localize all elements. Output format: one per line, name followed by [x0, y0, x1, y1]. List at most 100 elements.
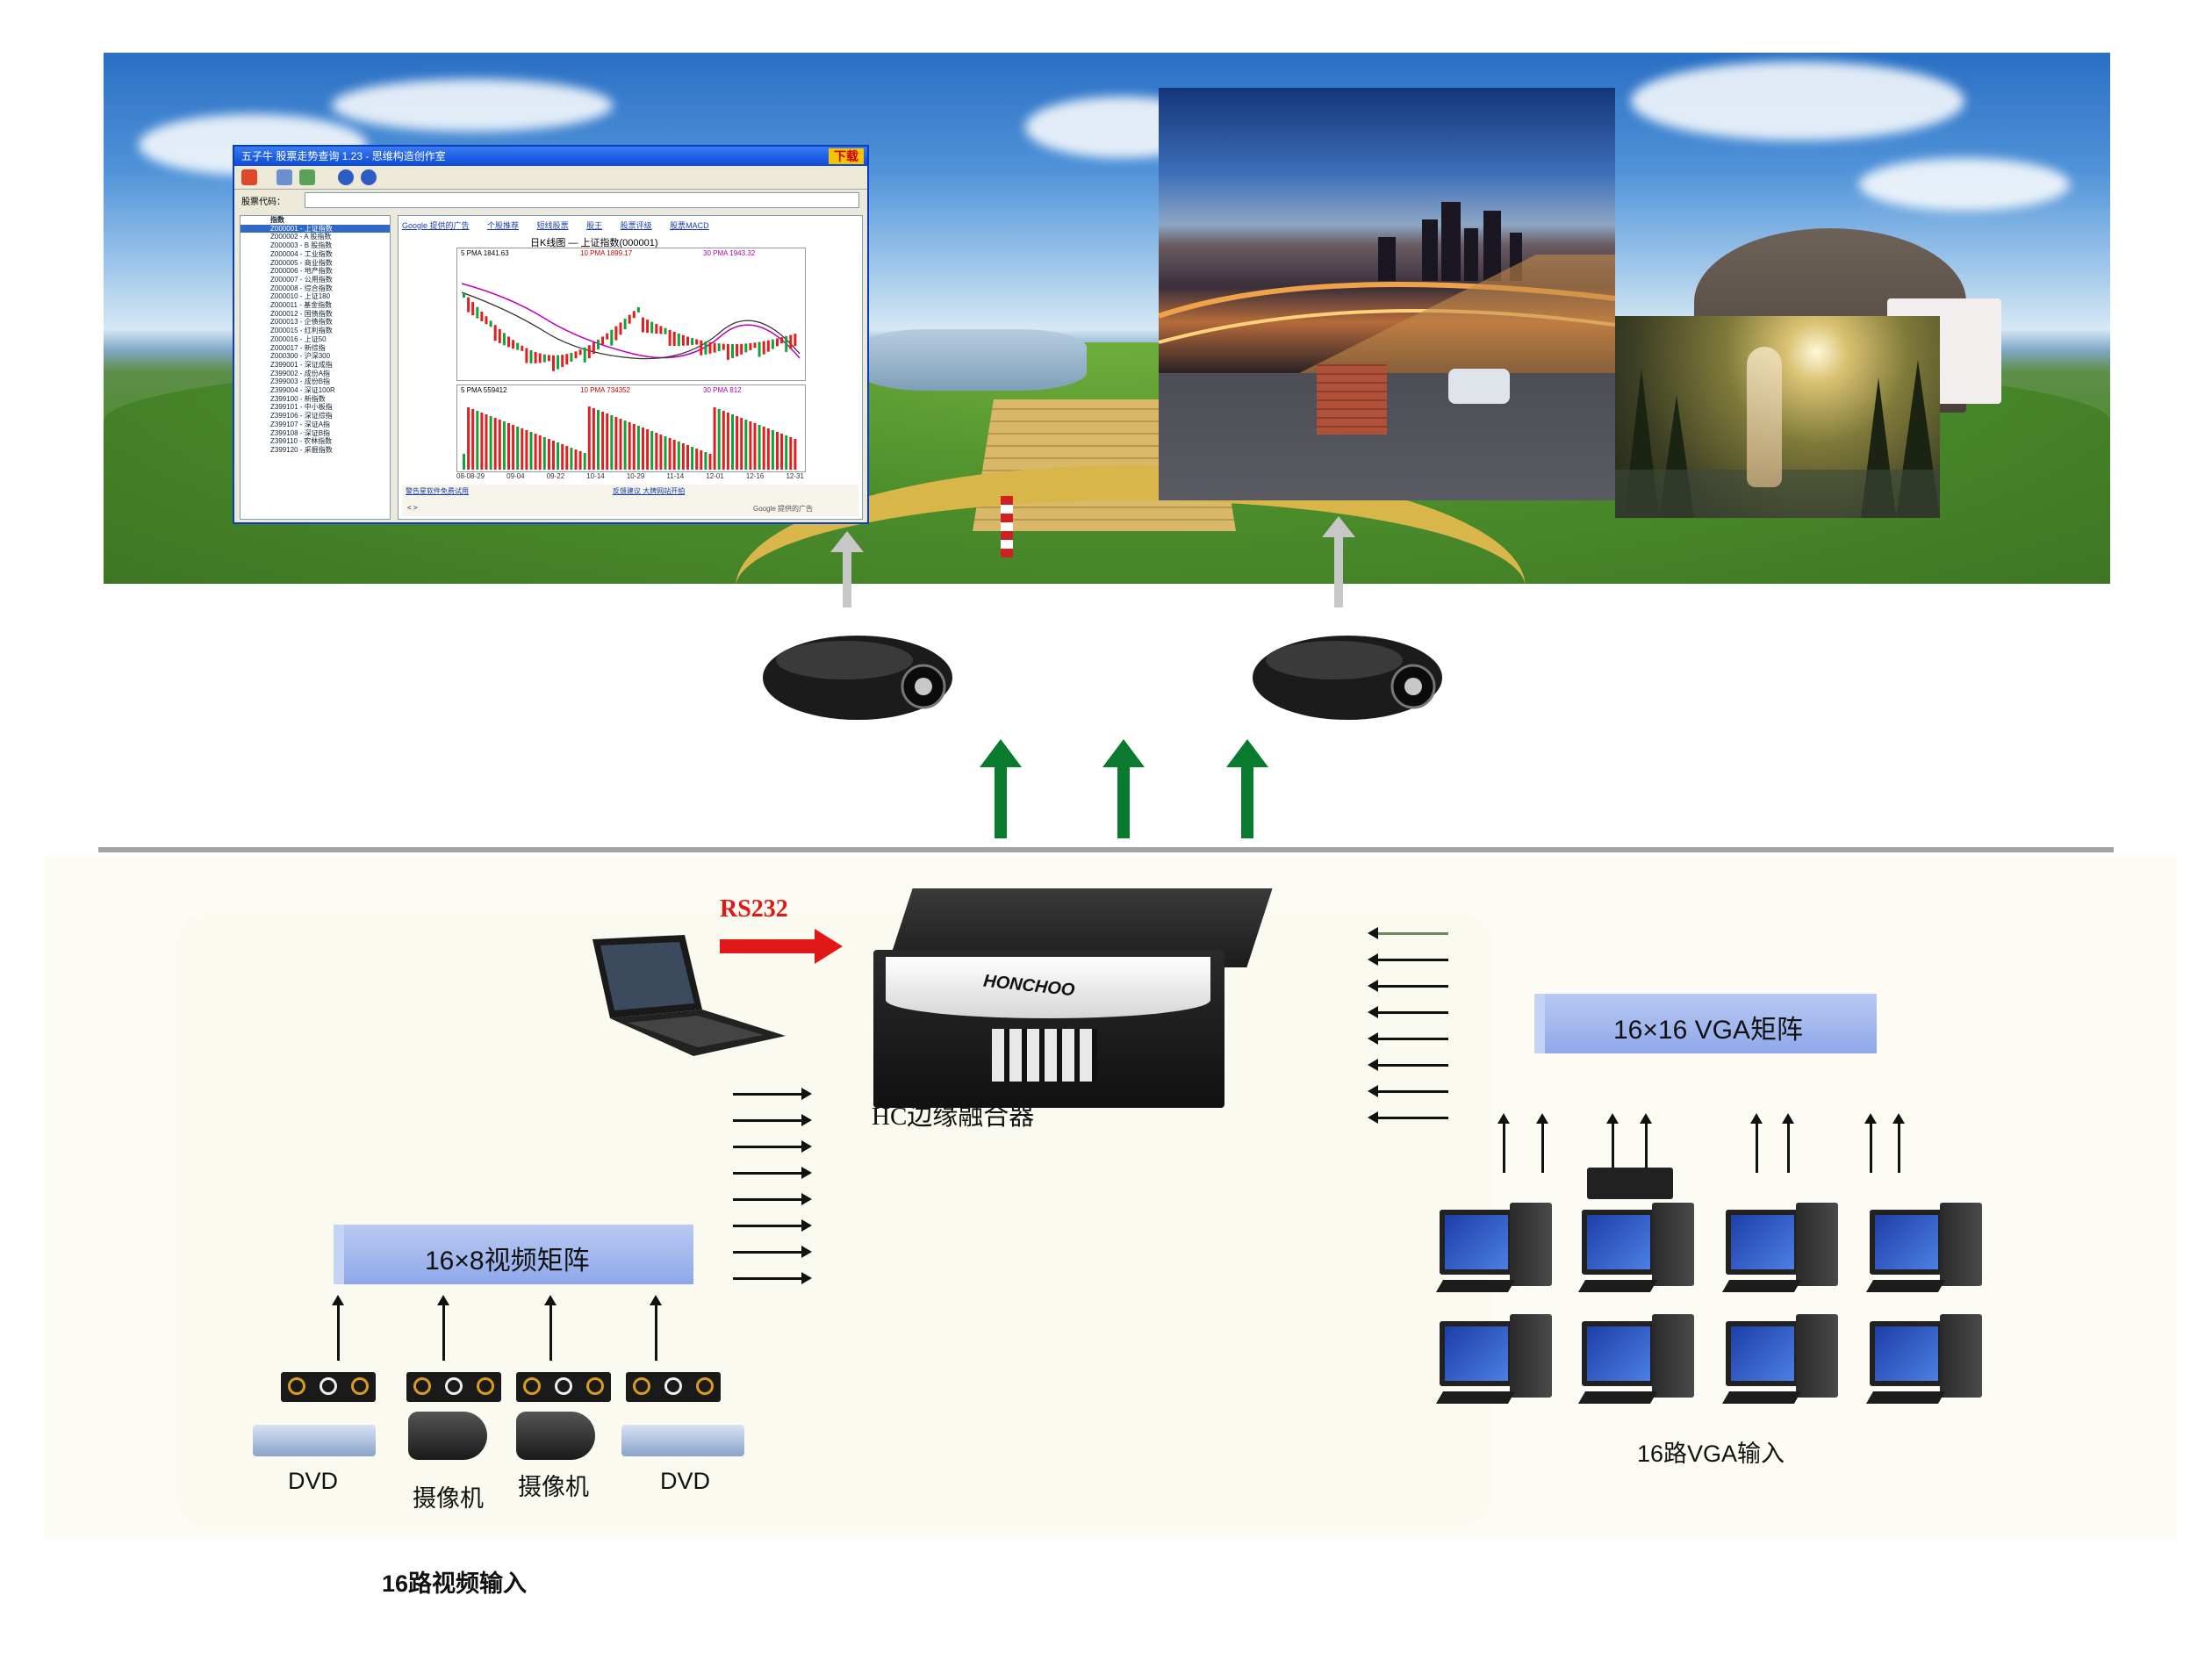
home-icon[interactable]: [276, 169, 292, 185]
pc-computer: [1721, 1203, 1849, 1299]
list-item[interactable]: Z000013 - 企债指数: [270, 318, 333, 327]
volume-bar: [668, 438, 672, 470]
ad-left-link[interactable]: 警告星软件免费试用: [406, 487, 469, 495]
candle: [480, 312, 484, 322]
list-item[interactable]: Z000008 - 综合指数: [270, 284, 333, 292]
list-item[interactable]: Z399004 - 深证100R: [270, 386, 335, 395]
list-item[interactable]: Z399101 - 中小板指: [270, 403, 333, 412]
source-label-camera: 摄像机: [413, 1485, 484, 1512]
list-item[interactable]: Z399120 - 采掘指数: [270, 445, 333, 454]
nav-arrows[interactable]: < >: [407, 504, 418, 512]
list-item[interactable]: Z000010 - 上证180: [270, 292, 331, 301]
pc-computer: [1577, 1203, 1705, 1299]
volume-bar: [592, 408, 595, 470]
download-badge[interactable]: 下载: [829, 148, 864, 164]
kline-chart: 5 PMA 1841.63 10 PMA 1899.17 30 PMA 1943…: [456, 248, 806, 381]
dvd-player: [621, 1425, 744, 1456]
list-item[interactable]: Z000006 - 地产指数: [270, 267, 333, 276]
list-item[interactable]: Z000005 - 商业指数: [270, 258, 333, 267]
candle: [708, 341, 712, 354]
list-item[interactable]: Z000011 - 基金指数: [270, 301, 333, 310]
up-arrow: [332, 1295, 344, 1361]
list-item[interactable]: Z000016 - 上证50: [270, 334, 327, 343]
ma5-label: 5 PMA 1841.63: [461, 249, 509, 257]
date-tick: 10-14: [586, 472, 605, 480]
window-title: 五子牛 股票走势查询 1.23 - 思维构造创作室: [234, 147, 867, 166]
candle: [521, 345, 524, 351]
chart-icon[interactable]: [241, 169, 257, 185]
candle: [677, 333, 680, 346]
input-arrow: [733, 1140, 812, 1153]
volume-bar: [623, 420, 627, 470]
volume-bar: [789, 437, 793, 470]
rs232-arrow: [720, 929, 843, 964]
candle: [736, 343, 739, 356]
candle: [489, 320, 492, 327]
tab-recommend[interactable]: 个股推荐: [487, 221, 520, 230]
list-item[interactable]: Z399003 - 成份B指: [270, 377, 331, 386]
list-item[interactable]: Z399106 - 深证综指: [270, 412, 333, 420]
candle: [722, 343, 725, 350]
volume-bar: [489, 416, 492, 470]
volume-bar: [485, 414, 488, 470]
volume-bar: [614, 417, 618, 470]
candle: [785, 335, 788, 352]
list-item[interactable]: Z000003 - B 股指数: [270, 241, 333, 250]
code-input[interactable]: [305, 192, 859, 208]
candle: [753, 342, 757, 349]
volume-bar: [766, 428, 770, 470]
candle: [614, 326, 618, 341]
list-item[interactable]: Z000007 - 公用指数: [270, 275, 333, 284]
list-item[interactable]: Z000004 - 工业指数: [270, 249, 333, 258]
list-item[interactable]: Z000001 - 上证指数: [241, 224, 390, 234]
refresh-icon[interactable]: [299, 169, 315, 185]
volume-bar: [597, 410, 600, 470]
list-item[interactable]: Z399107 - 深证A指: [270, 420, 331, 428]
vga-input-label: 16路VGA输入: [1637, 1441, 1785, 1467]
tab-king[interactable]: 股王: [586, 221, 603, 230]
candle: [592, 342, 595, 355]
video-matrix-16x8: 16×8视频矩阵: [334, 1225, 693, 1284]
candle: [498, 328, 501, 343]
ad-right-link[interactable]: 反馈建议 大牌网站开拍: [613, 487, 686, 495]
candle: [583, 347, 586, 363]
vga-arrow: [1368, 1006, 1448, 1018]
list-item[interactable]: Z000300 - 沪深300: [270, 352, 331, 361]
list-item[interactable]: Z399108 - 深证B指: [270, 428, 331, 437]
tab-google-ads[interactable]: Google 提供的广告: [402, 221, 470, 230]
volume-bar: [736, 416, 739, 470]
volume-bar: [476, 411, 479, 470]
forward-icon[interactable]: [361, 169, 377, 185]
volume-bar: [642, 428, 644, 470]
volume-bar: [529, 432, 533, 470]
list-item[interactable]: Z399001 - 深证成指: [270, 360, 333, 369]
input-arrow: [733, 1193, 812, 1205]
tab-rating[interactable]: 股票评级: [620, 221, 652, 230]
pc-computer: [1865, 1203, 1993, 1299]
list-item[interactable]: Z000017 - 新综指: [270, 343, 326, 352]
candle: [664, 327, 667, 334]
tab-short[interactable]: 短线股票: [536, 221, 569, 230]
candle: [681, 334, 685, 346]
candle: [758, 341, 761, 357]
google-ads-label: Google 提供的广告: [753, 505, 814, 513]
list-item[interactable]: Z399002 - 成份A指: [270, 369, 331, 377]
device-keypad: [992, 1029, 1097, 1082]
input-arrow: [733, 1219, 812, 1232]
tab-macd[interactable]: 股票MACD: [670, 221, 709, 230]
source-label-camera: 摄像机: [518, 1474, 589, 1500]
volume-bar: [578, 451, 582, 470]
volume-bar: [686, 445, 689, 470]
list-item[interactable]: Z000015 - 红利指数: [270, 327, 333, 335]
av-connector: [516, 1372, 611, 1402]
list-item[interactable]: Z000012 - 国债指数: [270, 309, 333, 318]
list-item[interactable]: Z000002 - A 股指数: [270, 233, 332, 241]
dvd-player: [253, 1425, 376, 1456]
list-item[interactable]: Z399110 - 农林指数: [270, 437, 333, 446]
back-icon[interactable]: [338, 169, 354, 185]
list-item[interactable]: Z399100 - 新指数: [270, 394, 326, 403]
video-matrix-label: 16×8视频矩阵: [425, 1247, 590, 1276]
lake: [858, 329, 1087, 391]
vga-splitter-box: [1587, 1168, 1673, 1199]
